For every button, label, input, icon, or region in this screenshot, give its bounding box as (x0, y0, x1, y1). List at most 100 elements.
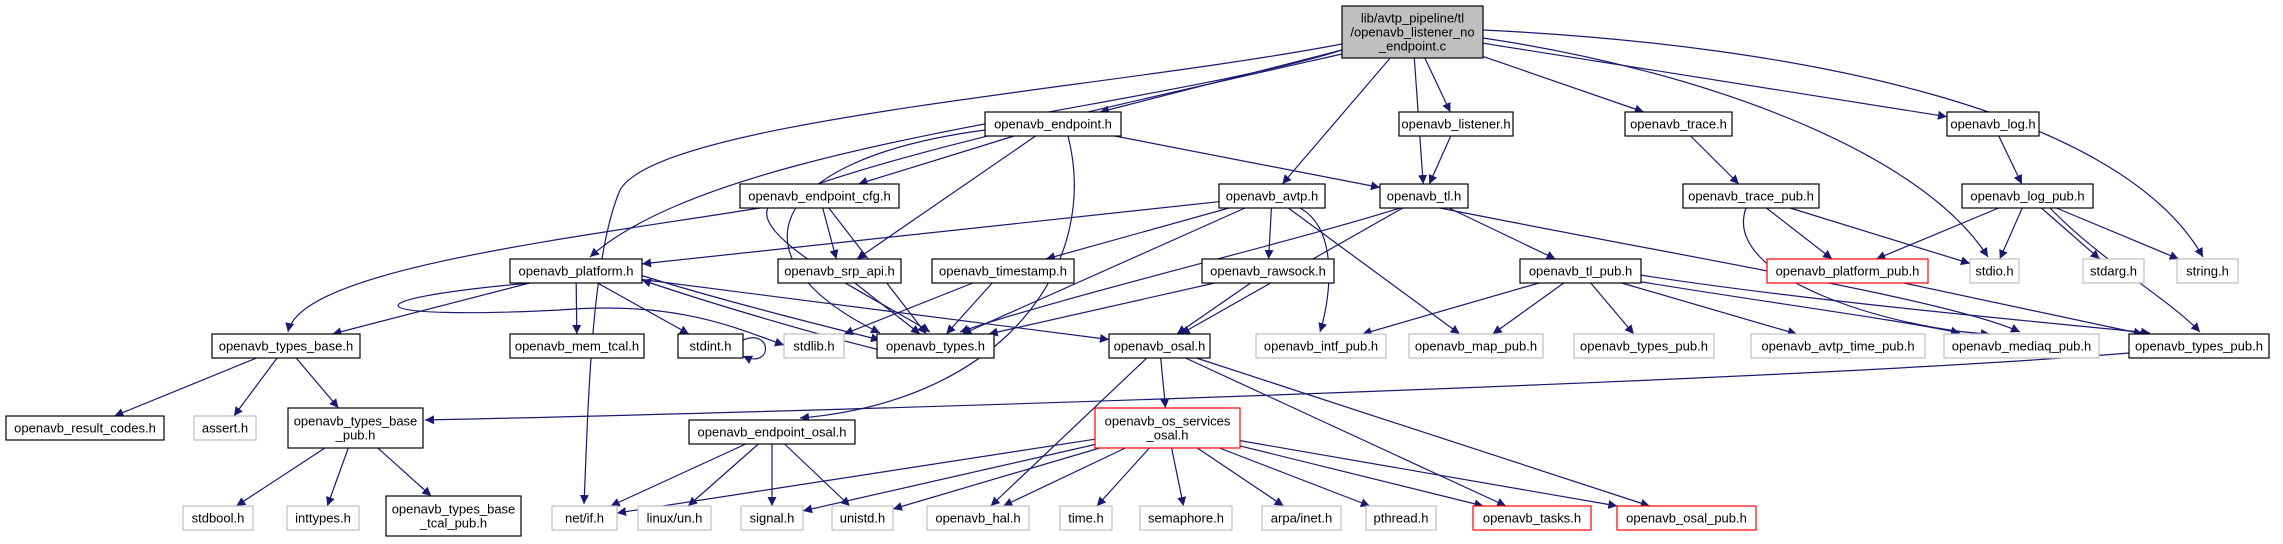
node-box (926, 505, 1030, 531)
edge-log_pub-to-string (2056, 207, 2179, 260)
node-label: openavb_log_pub.h (1970, 189, 2084, 204)
node-time[interactable]: time.h (1059, 505, 1113, 531)
edge-osal-to-os_services_osal (1160, 357, 1170, 409)
node-types_pub_u[interactable]: openavb_types_pub.h (1573, 333, 1715, 359)
node-signal[interactable]: signal.h (740, 505, 804, 531)
edge-log_pub-to-stdio (1999, 207, 2023, 260)
edge-types_base_pub-to-types_base_tcal_pub (377, 447, 432, 497)
node-stdint[interactable]: stdint.h (677, 333, 744, 359)
node-label: linux/un.h (647, 511, 703, 526)
node-mediaq_pub[interactable]: openavb_mediaq_pub.h (1943, 333, 2100, 359)
node-osal[interactable]: openavb_osal.h (1108, 333, 1211, 359)
node-box (1201, 258, 1335, 284)
node-types_base_tcal_pub[interactable]: openavb_types_base_tcal_pub.h (385, 495, 522, 537)
node-stdbool[interactable]: stdbool.h (182, 505, 254, 531)
node-inttypes[interactable]: inttypes.h (286, 505, 360, 531)
node-label: openavb_trace.h (1630, 117, 1727, 132)
edge-os_services_osal-to-signal (802, 443, 1096, 514)
node-string[interactable]: string.h (2176, 258, 2239, 284)
node-label: openavb_avtp_time_pub.h (1761, 339, 1914, 354)
node-types[interactable]: openavb_types.h (876, 333, 995, 359)
edge-log_pub-to-stdarg (2040, 207, 2101, 260)
node-label: _osal.h (1146, 428, 1189, 443)
node-box (1398, 111, 1514, 137)
node-tasks[interactable]: openavb_tasks.h (1472, 505, 1592, 531)
node-label: _pub.h (335, 428, 376, 443)
node-stdlib[interactable]: stdlib.h (783, 333, 845, 359)
edge-osal-to-hal (990, 357, 1148, 507)
node-stdio[interactable]: stdio.h (1969, 258, 2020, 284)
edge-avtp-to-platform (641, 201, 1220, 268)
node-box (385, 495, 522, 537)
node-box (182, 505, 254, 531)
node-log_pub[interactable]: openavb_log_pub.h (1961, 183, 2094, 209)
node-semaphore[interactable]: semaphore.h (1139, 505, 1233, 531)
node-timestamp[interactable]: openavb_timestamp.h (931, 258, 1075, 284)
node-box (1341, 5, 1484, 59)
node-endpoint_osal[interactable]: openavb_endpoint_osal.h (688, 419, 856, 445)
edge-osal-to-osal_pub (1196, 357, 1650, 508)
node-net_if[interactable]: net/if.h (551, 505, 618, 531)
node-box (2128, 333, 2270, 359)
node-label: lib/avtp_pipeline/tl (1361, 11, 1464, 26)
node-label: stdarg.h (2090, 264, 2137, 279)
node-label: openavb_types_base.h (219, 339, 353, 354)
node-os_services_osal[interactable]: openavb_os_services_osal.h (1094, 407, 1241, 449)
node-arpa_inet[interactable]: arpa/inet.h (1261, 505, 1342, 531)
node-map_pub[interactable]: openavb_map_pub.h (1408, 333, 1544, 359)
node-label: openavb_platform_pub.h (1776, 264, 1920, 279)
node-platform_pub[interactable]: openavb_platform_pub.h (1766, 258, 1929, 284)
node-endpoint[interactable]: openavb_endpoint.h (984, 111, 1122, 137)
edge-platform-to-stdlib (397, 282, 785, 347)
node-platform[interactable]: openavb_platform.h (509, 258, 643, 284)
edge-root-to-log (1482, 42, 1948, 120)
node-assert[interactable]: assert.h (193, 415, 257, 441)
node-hal[interactable]: openavb_hal.h (926, 505, 1030, 531)
node-box (509, 258, 643, 284)
edge-trace_pub-to-platform_pub (1766, 207, 1833, 260)
node-label: signal.h (750, 511, 795, 526)
node-label: net/if.h (565, 511, 604, 526)
edge-avtp-to-rawsock (1264, 207, 1274, 260)
node-avtp_time_pub[interactable]: openavb_avtp_time_pub.h (1750, 333, 1926, 359)
node-trace[interactable]: openavb_trace.h (1624, 111, 1733, 137)
node-label: unistd.h (840, 511, 886, 526)
node-intf_pub[interactable]: openavb_intf_pub.h (1255, 333, 1387, 359)
node-label: openavb_map_pub.h (1415, 339, 1537, 354)
edge-tl-to-types (959, 207, 1401, 334)
node-tl_pub[interactable]: openavb_tl_pub.h (1519, 258, 1642, 284)
node-tl[interactable]: openavb_tl.h (1379, 183, 1469, 209)
node-pthread[interactable]: pthread.h (1365, 505, 1437, 531)
node-label: openavb_tl.h (1387, 189, 1461, 204)
node-stdarg[interactable]: stdarg.h (2082, 258, 2145, 284)
edge-root-to-stdio (1482, 37, 1989, 258)
node-listener[interactable]: openavb_listener.h (1398, 111, 1514, 137)
edge-os_services_osal-to-hal (1003, 447, 1126, 507)
node-trace_pub[interactable]: openavb_trace_pub.h (1682, 183, 1820, 209)
node-label: openavb_result_codes.h (14, 421, 156, 436)
node-types_pub[interactable]: openavb_types_pub.h (2128, 333, 2270, 359)
node-result_codes[interactable]: openavb_result_codes.h (5, 415, 165, 441)
node-log[interactable]: openavb_log.h (1946, 111, 2040, 137)
node-label: inttypes.h (295, 511, 351, 526)
edge-root-to-trace (1482, 55, 1644, 114)
edge-endpoint_cfg-to-srp_api (822, 207, 839, 260)
node-rawsock[interactable]: openavb_rawsock.h (1201, 258, 1335, 284)
node-avtp[interactable]: openavb_avtp.h (1218, 183, 1326, 209)
node-label: openavb_types_pub.h (1580, 339, 1708, 354)
node-box (1365, 505, 1437, 531)
node-box (2082, 258, 2145, 284)
node-box (1139, 505, 1233, 531)
node-unistd[interactable]: unistd.h (831, 505, 894, 531)
node-osal_pub[interactable]: openavb_osal_pub.h (1616, 505, 1757, 531)
node-label: openavb_types.h (886, 339, 985, 354)
node-endpoint_cfg[interactable]: openavb_endpoint_cfg.h (739, 183, 900, 209)
node-label: openavb_tasks.h (1483, 511, 1581, 526)
node-box (1519, 258, 1642, 284)
node-mem_tcal[interactable]: openavb_mem_tcal.h (509, 333, 645, 359)
node-types_base_pub[interactable]: openavb_types_base_pub.h (287, 407, 424, 449)
node-label: openavb_listener.h (1401, 117, 1510, 132)
node-linux_un[interactable]: linux/un.h (637, 505, 712, 531)
node-srp_api[interactable]: openavb_srp_api.h (777, 258, 902, 284)
node-types_base[interactable]: openavb_types_base.h (211, 333, 361, 359)
